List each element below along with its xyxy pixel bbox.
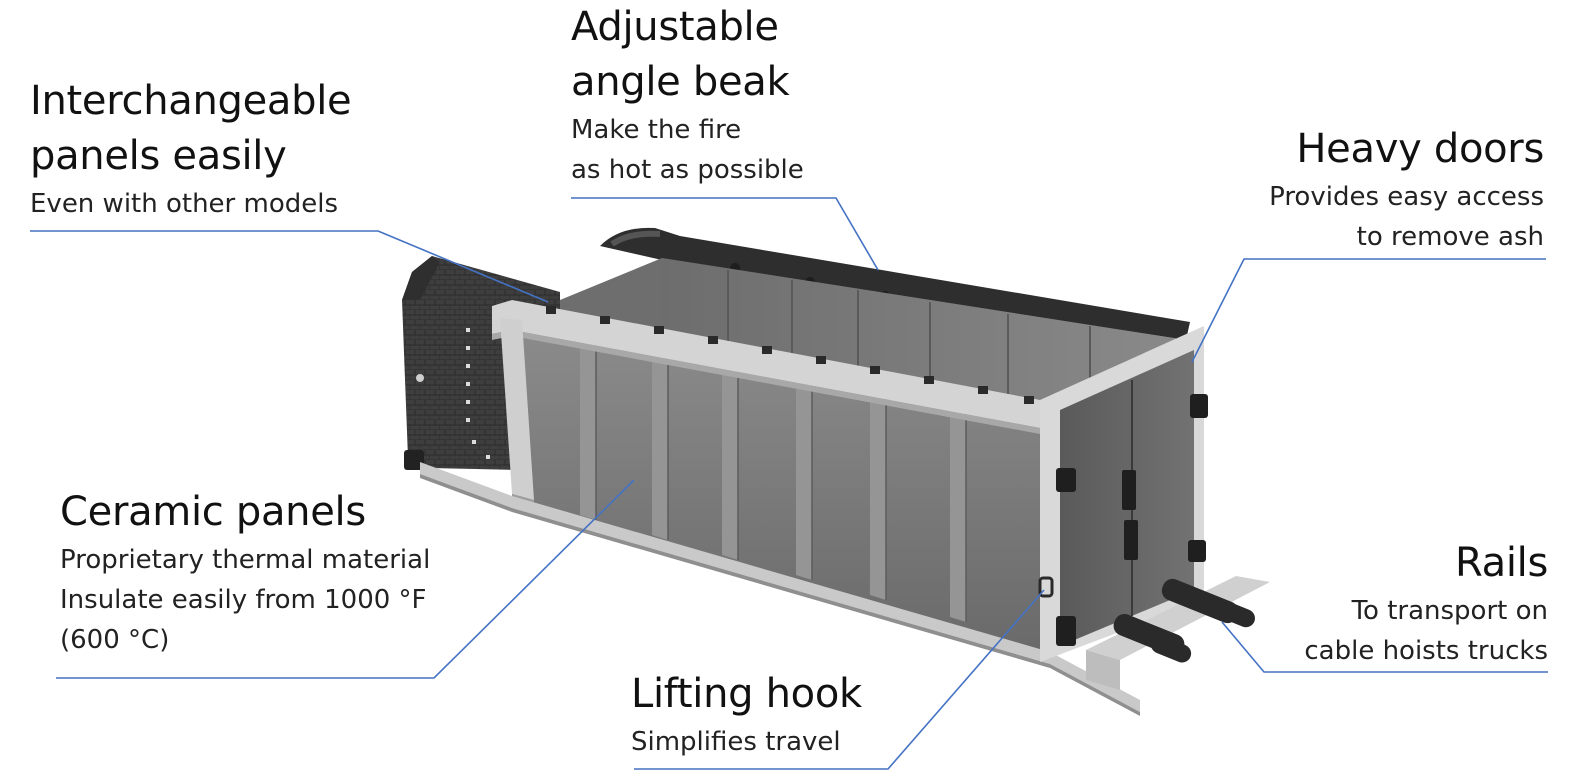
callout-description: to remove ash [1356, 222, 1544, 252]
top-frame [492, 300, 1040, 434]
callout-adjustable-angle-beak: Adjustable angle beak Make the fire as h… [571, 0, 804, 190]
leader-line-hook [634, 589, 1045, 770]
callout-description: Insulate easily from 1000 °F [60, 585, 427, 615]
callout-description: Provides easy access [1269, 182, 1544, 212]
leader-line-doors [1191, 258, 1546, 363]
callout-description: To transport on [1351, 596, 1548, 626]
callout-description: Proprietary thermal material [60, 545, 431, 575]
leader-line-ceramic [56, 479, 635, 679]
callout-title: panels easily [30, 133, 287, 179]
leader-line-rails [1221, 621, 1548, 673]
callout-heavy-doors: Heavy doors Provides easy access to remo… [1269, 122, 1544, 257]
callout-description: as hot as possible [571, 155, 804, 185]
callout-description: Even with other models [30, 189, 339, 219]
leader-line-panels [30, 230, 549, 303]
base-rail [420, 462, 1140, 716]
callout-description: Make the fire [571, 115, 742, 145]
callout-title: Rails [1455, 540, 1548, 586]
callout-description: cable hoists trucks [1304, 636, 1548, 666]
callout-description: (600 °C) [60, 625, 170, 655]
callout-ceramic-panels: Ceramic panels Proprietary thermal mater… [60, 485, 430, 660]
callout-title: angle beak [571, 59, 790, 105]
callout-interchangeable-panels: Interchangeable panels easily Even with … [30, 74, 352, 224]
leader-line-beak [571, 197, 879, 271]
callout-title: Adjustable [571, 4, 779, 50]
callout-title: Ceramic panels [60, 489, 366, 535]
rails [1086, 576, 1270, 690]
callout-title: Interchangeable [30, 78, 352, 124]
callout-title: Lifting hook [631, 671, 862, 717]
callout-rails: Rails To transport on cable hoists truck… [1304, 536, 1548, 671]
callout-title: Heavy doors [1296, 126, 1544, 172]
callout-description: Simplifies travel [631, 727, 841, 757]
heavy-doors [1038, 326, 1208, 662]
callout-lifting-hook: Lifting hook Simplifies travel [631, 667, 862, 762]
